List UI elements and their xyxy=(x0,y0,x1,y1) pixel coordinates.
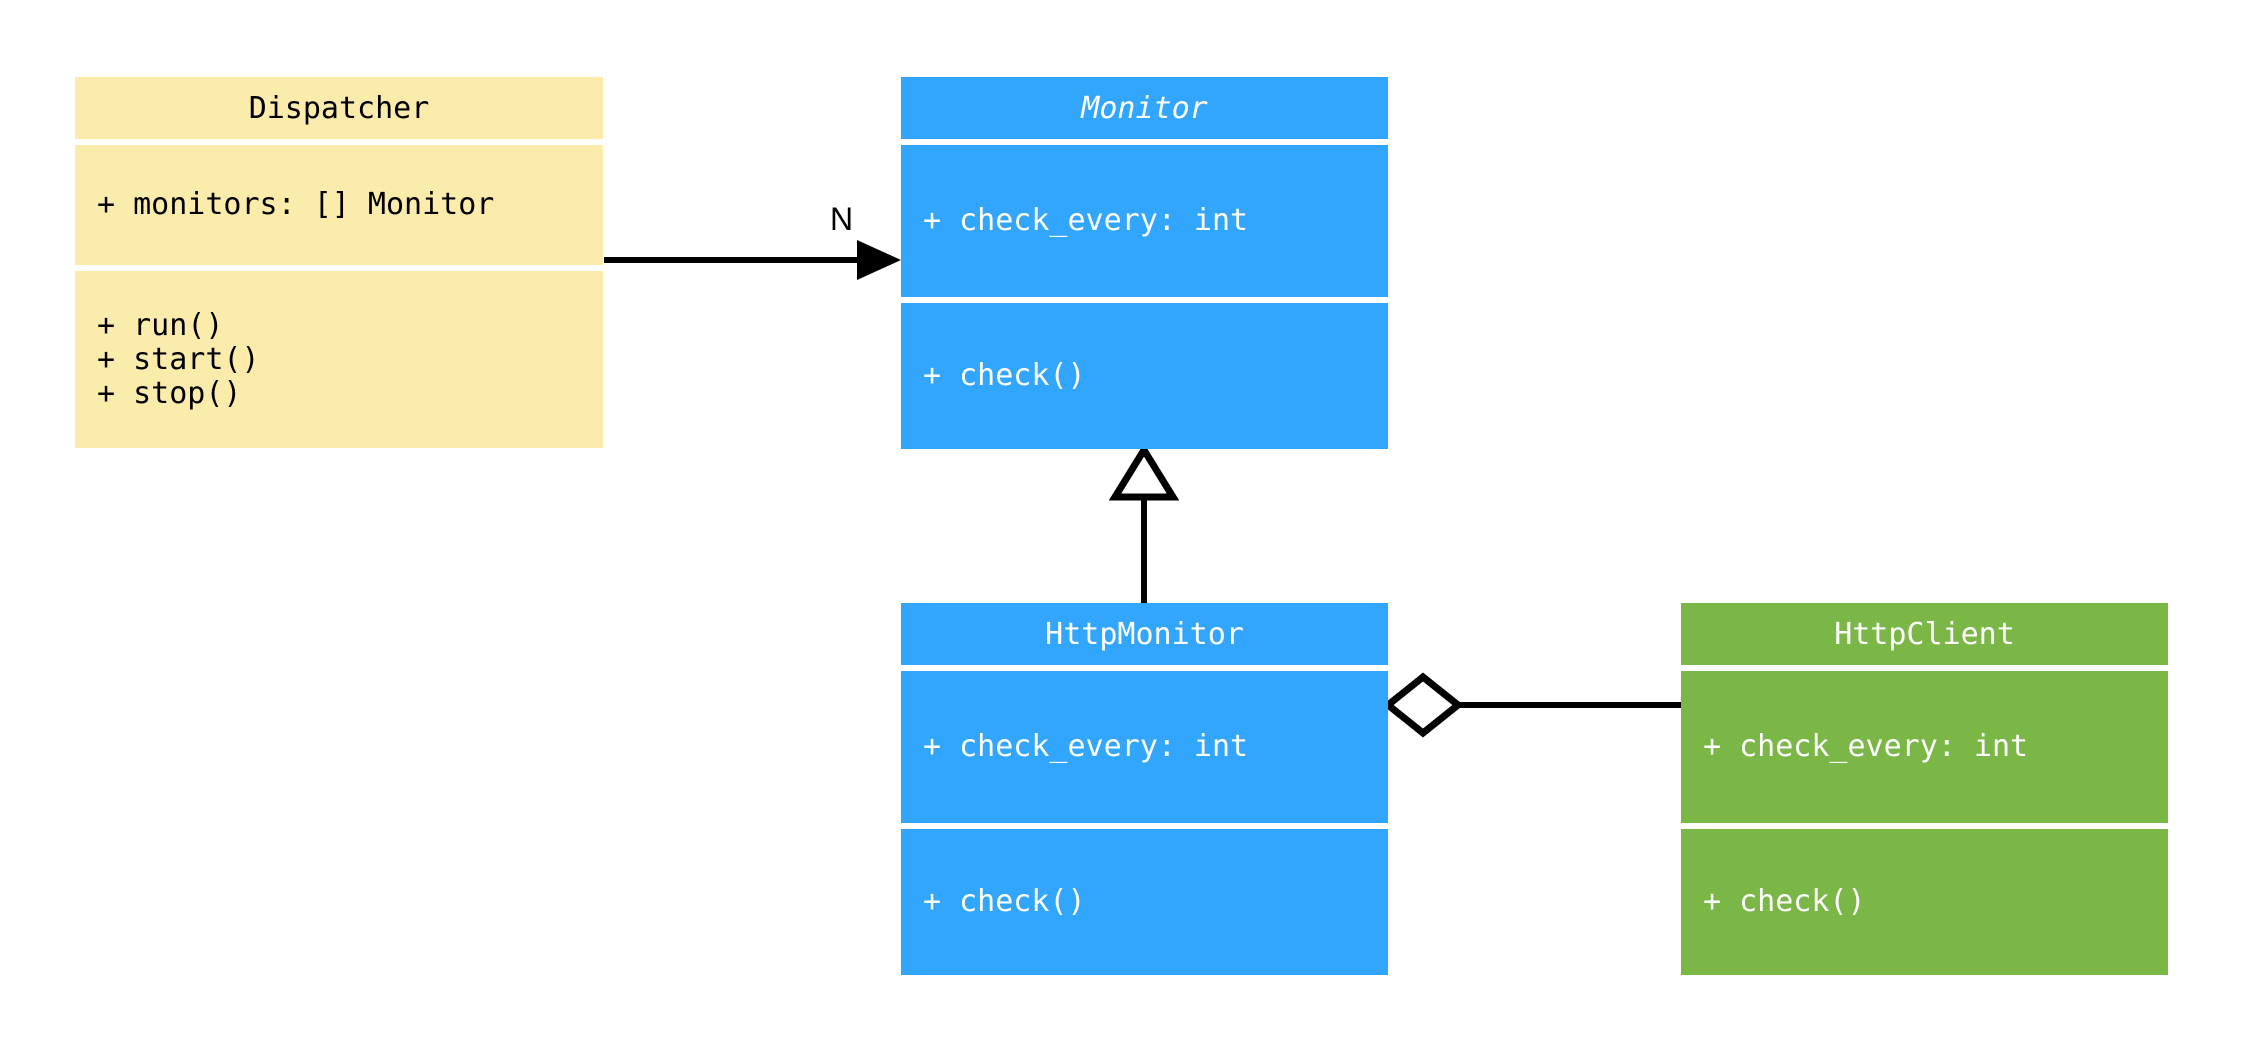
class-box-httpclient[interactable]: HttpClient + check_every: int + check() xyxy=(1681,603,2168,975)
class-methods-compartment: + check() xyxy=(901,303,1388,449)
compartment-divider xyxy=(1681,665,2168,671)
class-attributes-compartment: + monitors: [] Monitor xyxy=(75,145,603,265)
class-title-compartment: HttpClient xyxy=(1681,603,2168,665)
method-row: + run() xyxy=(97,307,224,343)
association-multiplicity-label: N xyxy=(830,201,854,237)
class-title-compartment: Monitor xyxy=(901,77,1388,139)
class-box-httpmonitor[interactable]: HttpMonitor + check_every: int + check() xyxy=(901,603,1388,975)
hollow-diamond-icon xyxy=(1382,672,1464,738)
generalization-httpmonitor-monitor xyxy=(1108,443,1180,603)
class-attributes-compartment: + check_every: int xyxy=(1681,671,2168,823)
class-methods-compartment: + check() xyxy=(1681,829,2168,975)
class-attributes-compartment: + check_every: int xyxy=(901,671,1388,823)
class-methods-compartment: + check() xyxy=(901,829,1388,975)
attribute-row: + check_every: int xyxy=(923,203,1249,238)
method-row: + stop() xyxy=(97,375,242,411)
class-title-compartment: HttpMonitor xyxy=(901,603,1388,665)
class-box-monitor[interactable]: Monitor + check_every: int + check() xyxy=(901,77,1388,449)
attribute-row: + monitors: [] Monitor xyxy=(97,187,495,222)
method-row: + check() xyxy=(923,358,1086,393)
class-title-compartment: Dispatcher xyxy=(75,77,603,139)
aggregation-httpmonitor-httpclient xyxy=(1382,672,1681,738)
compartment-divider xyxy=(75,265,603,271)
class-name-httpmonitor: HttpMonitor xyxy=(1045,616,1244,652)
class-name-monitor: Monitor xyxy=(1081,90,1208,126)
compartment-divider xyxy=(901,297,1388,303)
class-box-dispatcher[interactable]: Dispatcher + monitors: [] Monitor + run(… xyxy=(75,77,603,448)
class-methods-compartment: + run() + start() + stop() xyxy=(75,271,603,448)
attribute-row: + check_every: int xyxy=(1703,729,2029,764)
class-attributes-compartment: + check_every: int xyxy=(901,145,1388,297)
compartment-divider xyxy=(901,823,1388,829)
compartment-divider xyxy=(1681,823,2168,829)
compartment-divider xyxy=(75,139,603,145)
compartment-divider xyxy=(901,665,1388,671)
association-dispatcher-monitor xyxy=(604,240,901,280)
attribute-row: + check_every: int xyxy=(923,729,1249,764)
compartment-divider xyxy=(901,139,1388,145)
class-name-httpclient: HttpClient xyxy=(1834,616,2015,652)
hollow-triangle-arrowhead-icon xyxy=(1108,443,1180,501)
method-row: + start() xyxy=(97,341,260,377)
class-name-dispatcher: Dispatcher xyxy=(248,90,430,126)
method-row: + check() xyxy=(923,884,1086,919)
filled-arrowhead-icon xyxy=(857,240,901,280)
method-row: + check() xyxy=(1703,884,1866,919)
